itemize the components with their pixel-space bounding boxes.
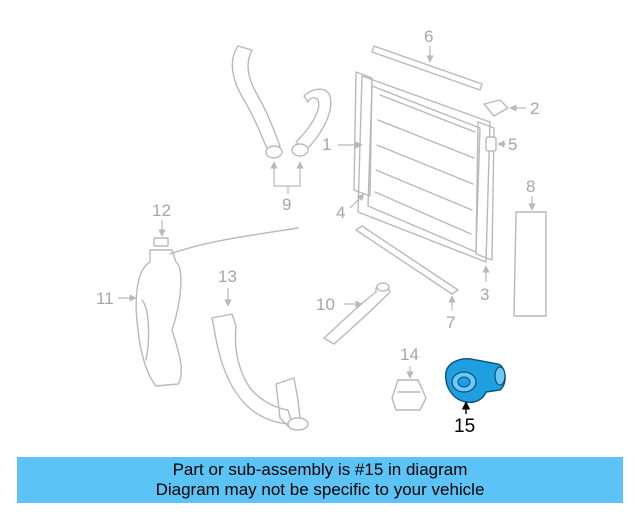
callout-13: 13 [218, 267, 237, 286]
callout-12: 12 [152, 201, 171, 220]
part-9-hoses [231, 45, 332, 194]
part-8-side-seal [513, 196, 547, 317]
callout-4: 4 [336, 203, 345, 222]
part-7-lower-seal [355, 225, 459, 310]
part-12-cap [153, 220, 299, 255]
callout-5: 5 [508, 135, 517, 154]
part-11-reservoir [118, 249, 182, 387]
banner-line-2: Diagram may not be specific to your vehi… [155, 480, 485, 499]
part-13-lower-hose [211, 288, 309, 431]
callout-7: 7 [446, 313, 455, 332]
parts-diagram: 1 2 3 4 5 6 7 8 9 10 11 12 13 14 15 [96, 27, 547, 437]
callout-8: 8 [526, 177, 535, 196]
info-banner: Part or sub-assembly is #15 in diagram D… [17, 457, 623, 503]
part-14-thermostat [391, 366, 427, 411]
callout-11: 11 [96, 289, 114, 308]
part-2-bracket [483, 99, 526, 117]
callout-10: 10 [316, 295, 335, 314]
banner-line-1: Part or sub-assembly is #15 in diagram [172, 460, 468, 479]
part-6-upper-seal [371, 45, 483, 91]
callout-6: 6 [424, 27, 433, 46]
callout-14: 14 [400, 345, 419, 364]
callout-1: 1 [322, 135, 331, 154]
part-5-cap [485, 136, 506, 152]
callout-15: 15 [454, 416, 475, 437]
callout-9: 9 [282, 195, 291, 214]
part-10-small-hose [323, 282, 391, 345]
callout-3: 3 [480, 285, 489, 304]
part-1-radiator [338, 71, 495, 263]
callout-2: 2 [530, 99, 539, 118]
part-15-housing [445, 358, 506, 414]
